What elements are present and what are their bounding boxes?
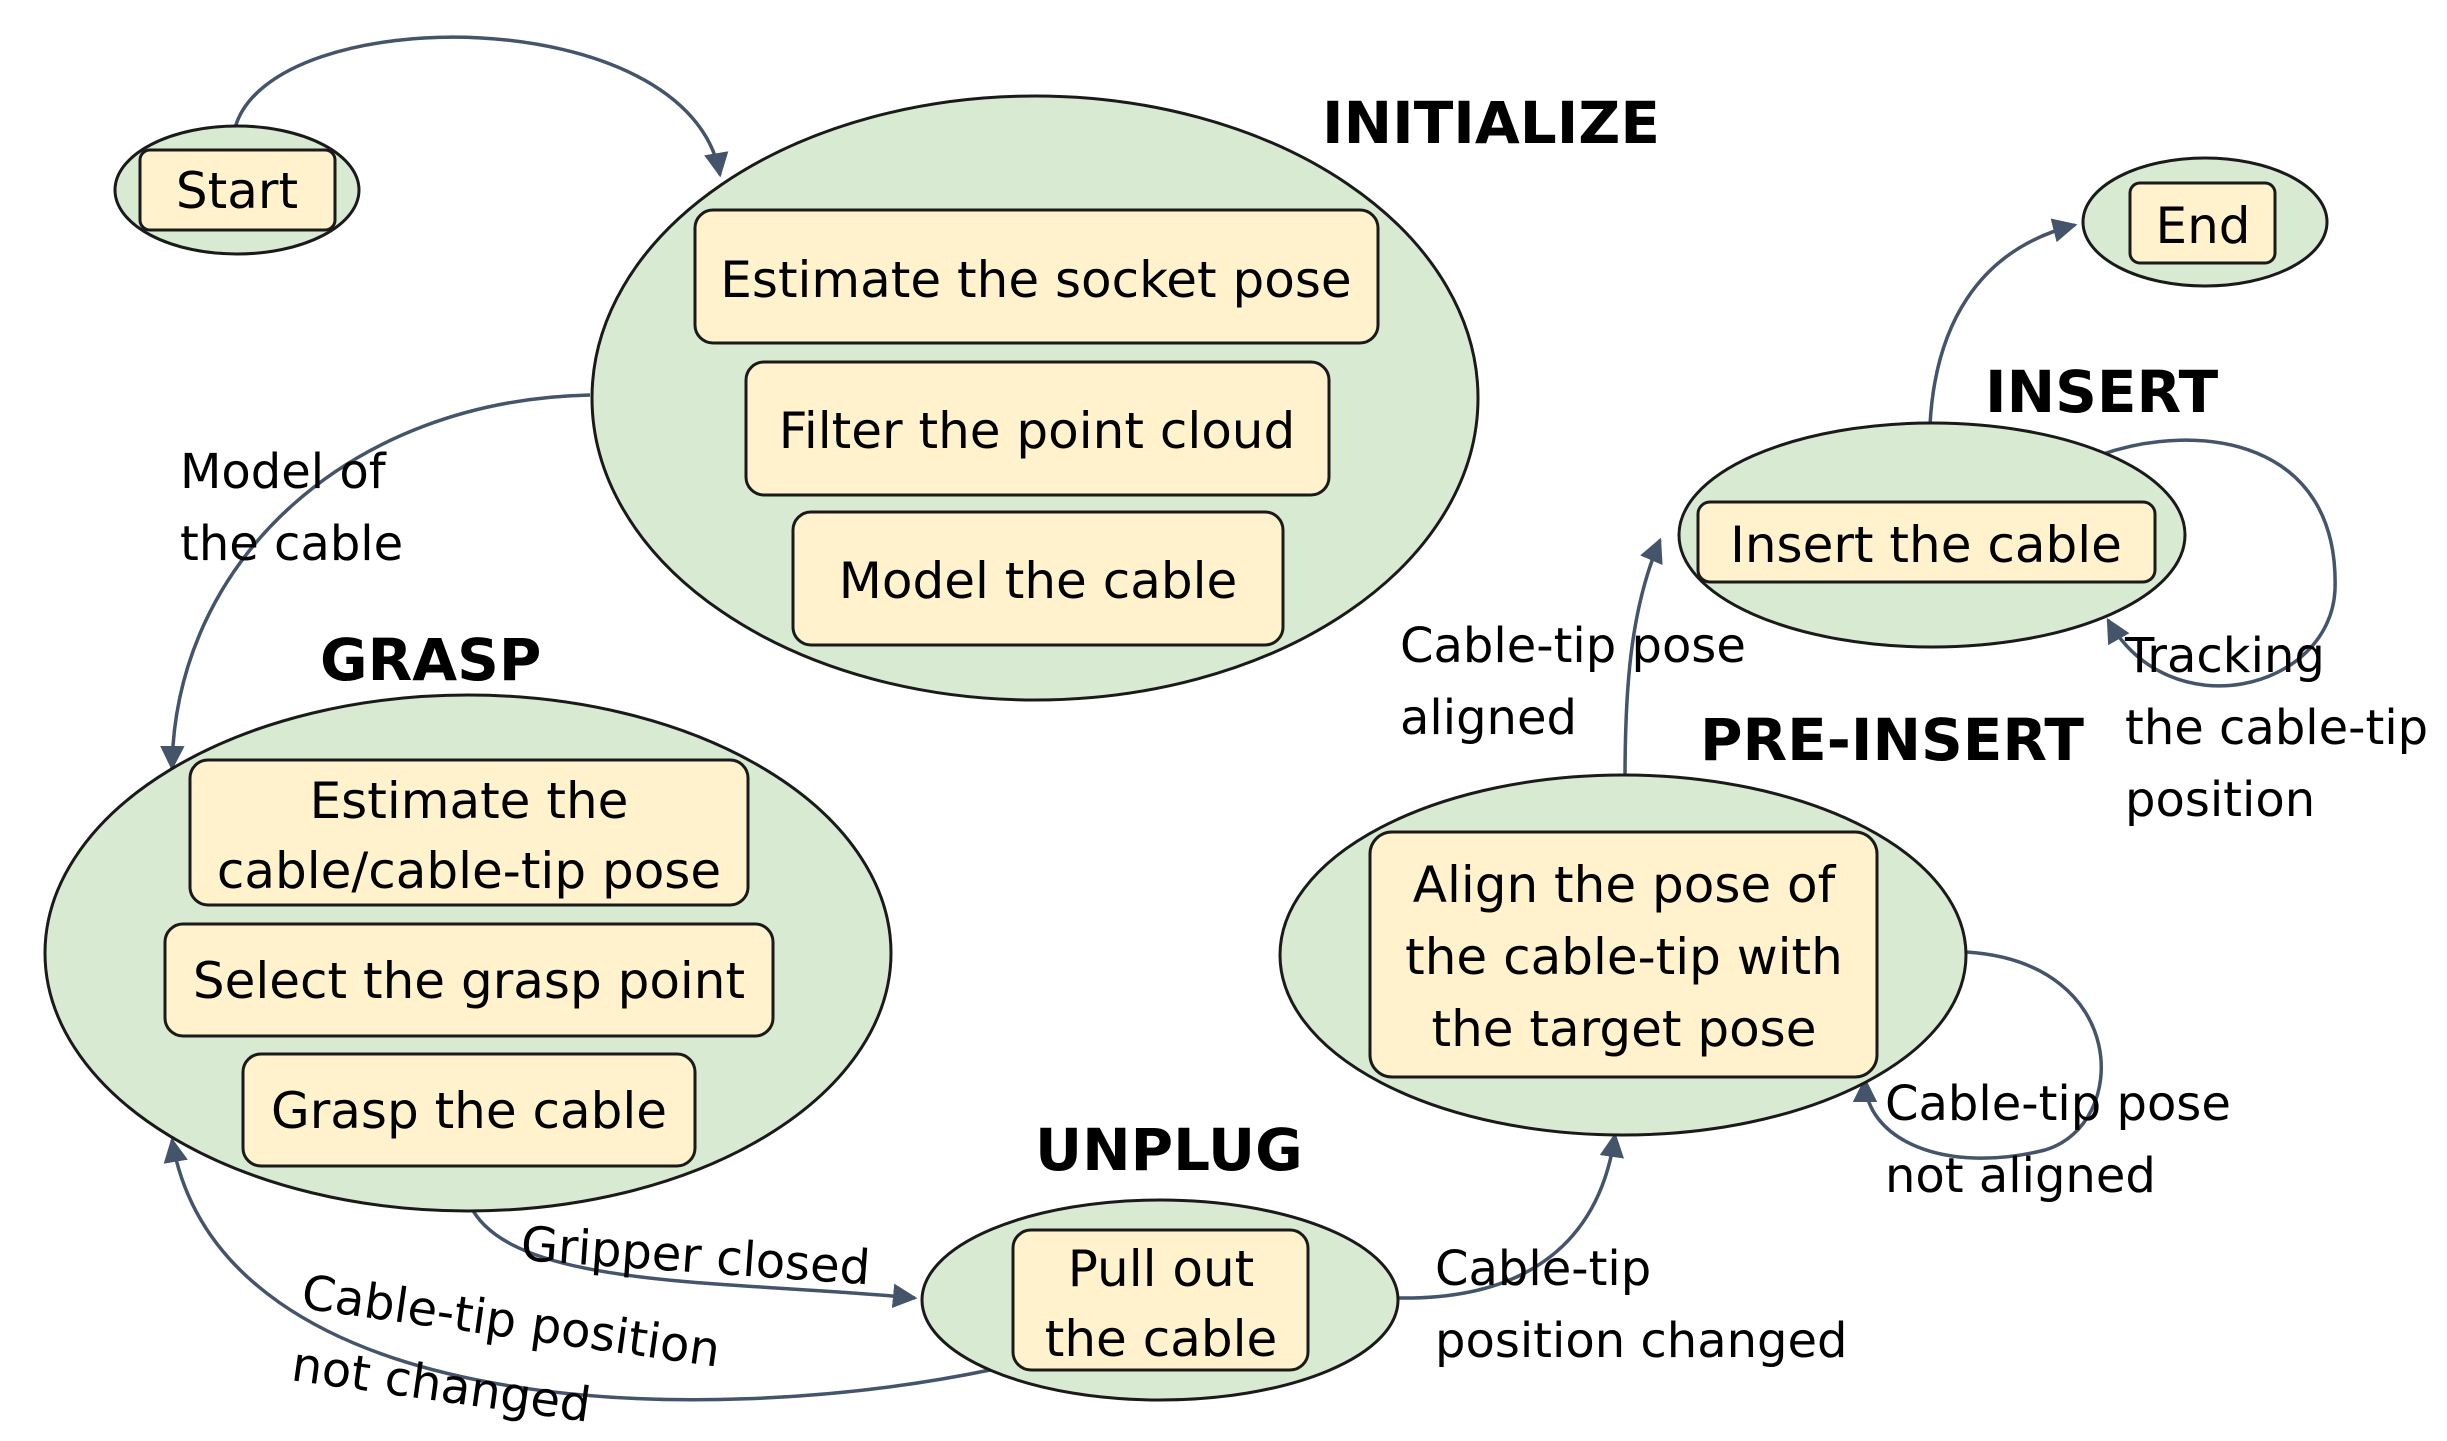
initialize-step-2 xyxy=(744,360,1331,497)
preinsert-loop-label-2: not aligned xyxy=(1885,1148,2156,1204)
grasp-step-2-label: Select the grasp point xyxy=(193,952,745,1010)
initialize-step-1-label: Estimate the socket pose xyxy=(720,251,1351,309)
start-box xyxy=(138,148,337,232)
edge-insert-loop xyxy=(2099,438,2337,688)
grasp-title: GRASP xyxy=(320,626,541,694)
grasp-step-1-line-2: cable/cable-tip pose xyxy=(217,842,721,900)
grasp-step-3 xyxy=(241,1052,697,1168)
edge-initialize-to-grasp xyxy=(160,393,591,771)
insert-loop-label-1: Tracking xyxy=(2124,628,2325,684)
edge-grasp-to-unplug xyxy=(468,1204,918,1309)
unplug-step xyxy=(1011,1228,1310,1372)
initialize-step-3-label: Model the cable xyxy=(839,552,1238,610)
init-to-grasp-label-2: the cable xyxy=(180,516,403,572)
unplug-to-preinsert-label-1: Cable-tip xyxy=(1435,1241,1651,1297)
unplug-title: UNPLUG xyxy=(1035,1116,1303,1184)
insert-step xyxy=(1696,500,2157,584)
preinsert-loop-label-1: Cable-tip pose xyxy=(1885,1076,2231,1132)
grasp-step-1-line-1: Estimate the xyxy=(310,772,629,830)
preinsert-step xyxy=(1368,830,1879,1079)
insert-loop-label-2: the cable-tip xyxy=(2125,700,2428,756)
grasp-step-3-label: Grasp the cable xyxy=(271,1082,667,1140)
start-label: Start xyxy=(176,162,298,220)
grasp-step-2 xyxy=(163,922,775,1038)
unplug-step-line-1: Pull out xyxy=(1068,1240,1255,1298)
unplug-step-line-2: the cable xyxy=(1045,1310,1277,1368)
init-to-grasp-label-1: Model of xyxy=(180,444,387,500)
edge-preinsert-loop xyxy=(1852,950,2103,1160)
preinsert-step-line-2: the cable-tip with xyxy=(1405,928,1843,986)
preinsert-to-insert-label-2: aligned xyxy=(1400,690,1577,746)
end-box xyxy=(2128,181,2277,265)
end-label: End xyxy=(2155,197,2250,255)
edge-unplug-to-preinsert xyxy=(1397,1132,1624,1300)
initialize-step-2-label: Filter the point cloud xyxy=(779,402,1295,460)
edge-start-to-initialize xyxy=(233,35,729,178)
unplug-to-preinsert-label-2: position changed xyxy=(1435,1313,1848,1369)
initialize-title: INITIALIZE xyxy=(1322,89,1660,157)
preinsert-step-line-1: Align the pose of xyxy=(1413,856,1837,914)
edge-unplug-to-grasp xyxy=(163,1137,991,1402)
edge-preinsert-to-insert xyxy=(1623,537,1663,781)
initialize-step-3 xyxy=(791,510,1285,647)
edge-insert-to-end xyxy=(1928,218,2078,426)
insert-title: INSERT xyxy=(1985,358,2219,426)
initialize-step-1 xyxy=(693,208,1380,345)
insert-step-label: Insert the cable xyxy=(1730,516,2122,574)
insert-loop-label-3: position xyxy=(2125,772,2315,828)
preinsert-title: PRE-INSERT xyxy=(1700,706,2084,774)
grasp-step-1 xyxy=(188,758,750,907)
preinsert-step-line-3: the target pose xyxy=(1431,1000,1816,1058)
grasp-to-unplug-label: Gripper closed xyxy=(519,1216,872,1296)
preinsert-to-insert-label-1: Cable-tip pose xyxy=(1400,618,1746,674)
